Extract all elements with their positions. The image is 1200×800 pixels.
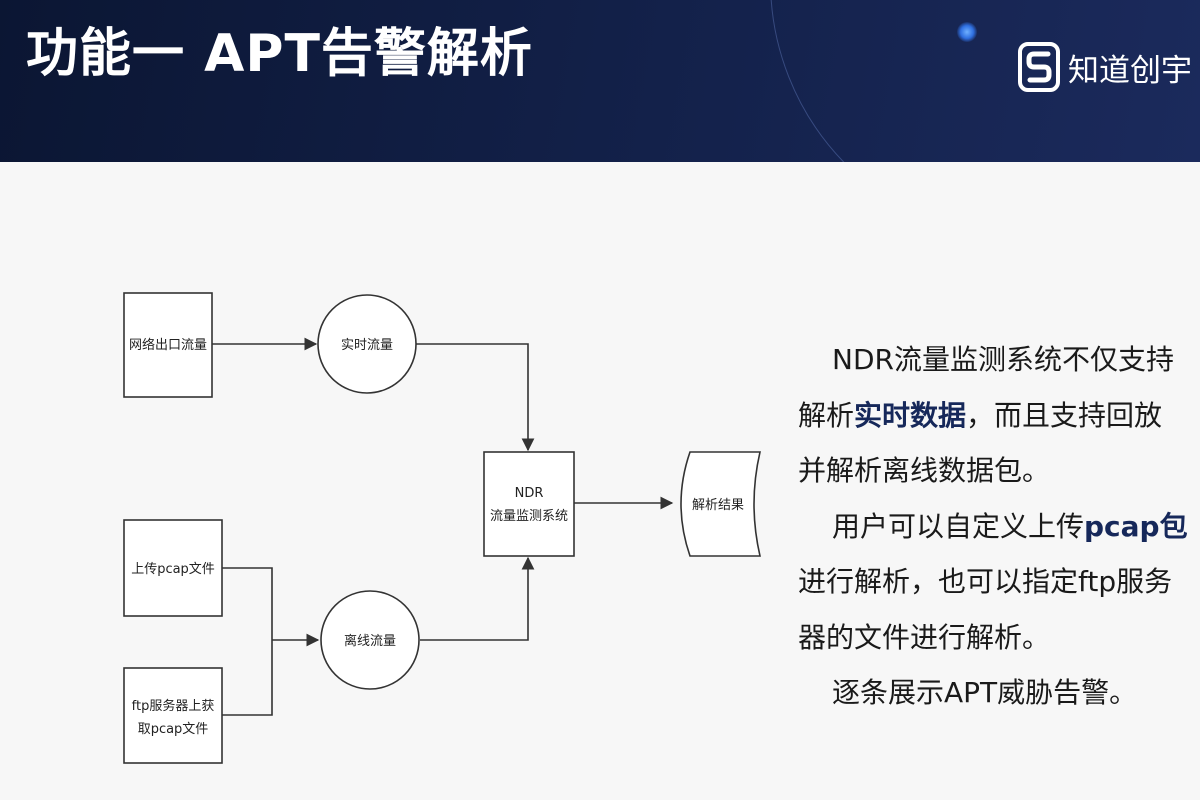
brand-name: 知道创宇 — [1068, 52, 1192, 89]
node-ftp-pcap-label-1: ftp服务器上获 — [132, 698, 215, 714]
node-upload-pcap-label: 上传pcap文件 — [131, 562, 215, 577]
node-offline-label: 离线流量 — [344, 633, 396, 649]
desc-p3-text: 逐条展示APT威胁告警。 — [832, 676, 1138, 709]
edge-ftp-to-merge — [222, 640, 273, 716]
desc-p2-text-b: 进行解析，也可以指定ftp服务器的文件进行解析。 — [798, 565, 1173, 654]
desc-p1-text-a: NDR流量监测系统不仅支持解析 — [798, 343, 1174, 432]
node-ftp-pcap-label-2: 取pcap文件 — [138, 722, 209, 737]
knownsec-s-logo-icon — [1018, 42, 1060, 92]
node-ndr-label-1: NDR — [515, 486, 544, 501]
node-ndr: NDR 流量监测系统 — [483, 451, 575, 557]
node-realtime-label: 实时流量 — [341, 338, 393, 353]
edge-offline-to-ndr — [420, 556, 535, 641]
desc-p2-text-a: 用户可以自定义上传 — [832, 509, 1085, 543]
node-upload-pcap: 上传pcap文件 — [123, 519, 223, 617]
node-ftp-pcap: ftp服务器上获 取pcap文件 — [123, 667, 223, 764]
description-paragraph-1: NDR流量监测系统不仅支持解析实时数据，而且支持回放并解析离线数据包。 — [798, 332, 1188, 499]
description-panel: NDR流量监测系统不仅支持解析实时数据，而且支持回放并解析离线数据包。 用户可以… — [798, 332, 1188, 721]
brand: 知道创宇 — [1018, 40, 1192, 94]
node-result-label: 解析结果 — [692, 498, 744, 513]
node-result-storage: 解析结果 — [680, 451, 762, 557]
page-title: 功能一 APT告警解析 — [26, 24, 533, 84]
description-paragraph-3: 逐条展示APT威胁告警。 — [798, 665, 1188, 721]
glowing-dot-icon — [957, 22, 977, 42]
edge-upload-to-merge — [222, 567, 273, 640]
node-offline: 离线流量 — [320, 590, 420, 690]
node-realtime: 实时流量 — [317, 294, 417, 394]
desc-p1-text-b: ，而且支持回放并解析离线数据包。 — [798, 398, 1163, 488]
node-network-egress-label: 网络出口流量 — [129, 337, 207, 353]
desc-p1-highlight: 实时数据 — [854, 398, 967, 432]
desc-p2-highlight: pcap包 — [1084, 509, 1188, 543]
node-network-egress: 网络出口流量 — [123, 292, 213, 398]
node-ndr-label-2: 流量监测系统 — [490, 509, 568, 524]
header-banner: 功能一 APT告警解析 知道创宇 — [0, 0, 1200, 162]
description-paragraph-2: 用户可以自定义上传pcap包进行解析，也可以指定ftp服务器的文件进行解析。 — [798, 499, 1188, 666]
edge-realtime-to-ndr — [416, 343, 535, 452]
